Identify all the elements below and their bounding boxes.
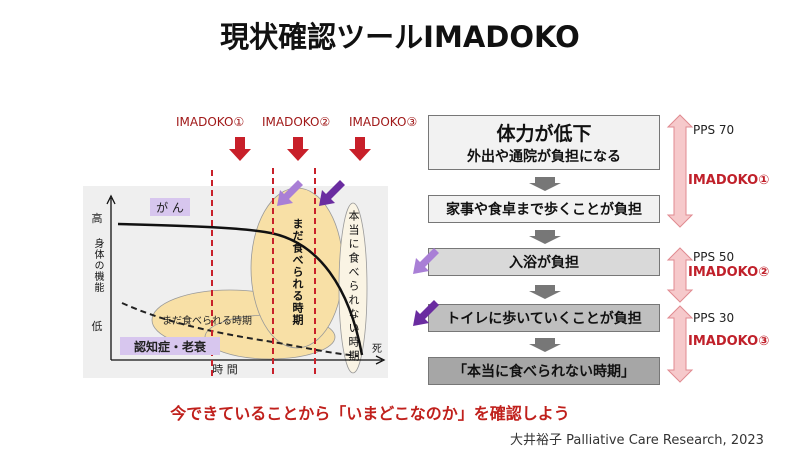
dementia-label-box — [120, 337, 220, 355]
flow-step-3: 入浴が負担 — [428, 248, 660, 276]
x-axis-label: 時 間 — [212, 363, 238, 376]
arrow-down-icon — [349, 137, 371, 161]
citation: 大井裕子 Palliative Care Research, 2023 — [510, 433, 764, 448]
double-arrow-icon — [666, 114, 694, 228]
pps-50: PPS 50 — [693, 250, 735, 264]
cancer-label-box — [150, 198, 190, 216]
dark-purple-arrow-icon — [319, 180, 345, 206]
stage-imadoko3: IMADOKO③ — [688, 334, 770, 349]
x-axis-end-label: 死 — [372, 344, 382, 355]
y-axis-low: 低 — [92, 320, 103, 333]
flow-step-1: 体力が低下 外出や通院が負担になる — [428, 115, 660, 170]
light-purple-arrow-icon — [277, 180, 303, 206]
flow-arrows — [413, 114, 694, 383]
flow-step-5: 「本当に食べられない時期」 — [428, 357, 660, 385]
x-axis-arrow — [375, 355, 386, 365]
y-axis-arrow — [106, 194, 116, 205]
trajectory-diagram: が ん 認知症・老衰 まだ食べられる時期 高 低 時 間 死 — [83, 137, 388, 378]
dark-purple-arrow-icon — [413, 300, 439, 326]
marker-imadoko2: IMADOKO② — [262, 115, 331, 129]
dementia-curve — [121, 302, 359, 357]
marker-imadoko3: IMADOKO③ — [349, 115, 418, 129]
y-axis-high: 高 — [92, 211, 103, 225]
slide-title: 現状確認ツールIMADOKO — [220, 20, 580, 54]
bottom-message: 今できていることから「いまどこなのか」を確認しよう — [170, 404, 570, 423]
pps-30: PPS 30 — [693, 311, 735, 325]
arrow-down-icon — [529, 177, 561, 191]
dementia-label: 認知症・老衰 — [134, 339, 207, 354]
cancer-label: が ん — [156, 200, 184, 215]
double-arrow-icon — [666, 305, 694, 383]
flow-step-title: 体力が低下 — [496, 123, 592, 145]
arrow-down-icon — [529, 338, 561, 352]
cancer-curve — [117, 222, 364, 356]
double-arrow-icon — [666, 247, 694, 303]
pps-70: PPS 70 — [693, 123, 735, 137]
arrow-down-icon — [229, 137, 251, 161]
flow-step-4: トイレに歩いていくことが負担 — [428, 304, 660, 332]
can-eat-vertical-label: まだ食べられる時期 — [291, 218, 304, 326]
cannot-eat-vertical-label: 本当に食べられない時期 — [347, 210, 360, 364]
flow-step-subtitle: 外出や通院が負担になる — [467, 149, 621, 165]
light-purple-arrow-icon — [413, 248, 439, 274]
flow-step-2: 家事や食卓まで歩くことが負担 — [428, 195, 660, 223]
arrow-down-icon — [287, 137, 309, 161]
can-eat-label: まだ食べられる時期 — [162, 314, 252, 327]
arrow-down-icon — [529, 230, 561, 244]
stage-imadoko2: IMADOKO② — [688, 265, 770, 280]
y-axis-label: 身体の機能 — [92, 238, 103, 293]
marker-imadoko1: IMADOKO① — [176, 115, 245, 129]
arrow-down-icon — [529, 285, 561, 299]
stage-imadoko1: IMADOKO① — [688, 173, 770, 188]
